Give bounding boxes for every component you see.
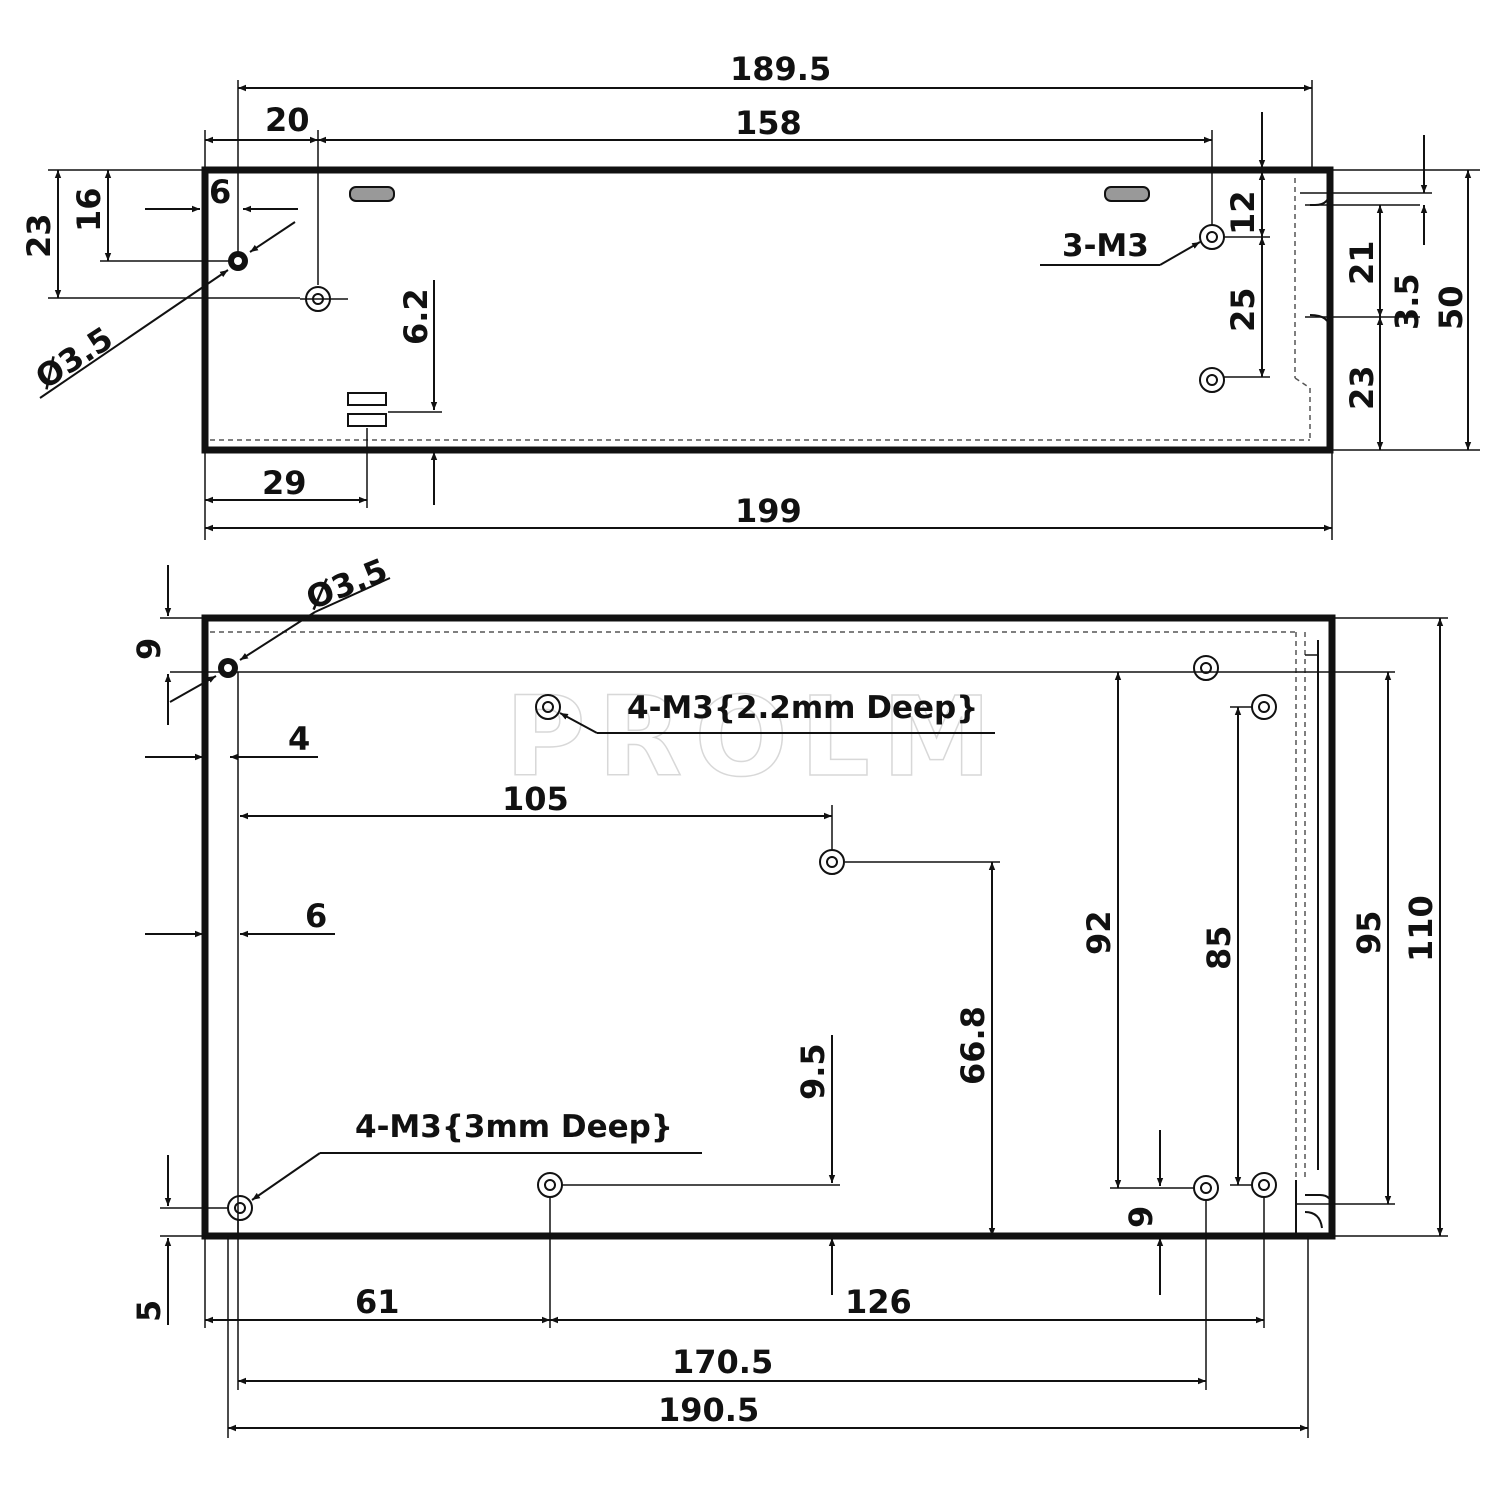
dim-92: 92 [1080, 910, 1118, 955]
dim-20: 20 [265, 101, 310, 139]
dim-6-top: 6 [209, 173, 231, 211]
screw-hole [1199, 367, 1225, 393]
dim-6-2: 6.2 [397, 288, 435, 345]
dim-9-5: 9.5 [794, 1043, 832, 1100]
top-view: 189.5 20 158 23 16 6 Ø3.5 6.2 29 [20, 50, 1480, 540]
note-4-m3-3mm: 4-M3{3mm Deep} [355, 1109, 673, 1145]
dim-25: 25 [1224, 287, 1262, 332]
screw-hole [1251, 694, 1277, 720]
vent-slot [1104, 186, 1150, 202]
note-3-m3: 3-M3 [1062, 228, 1149, 264]
screw-hole [819, 849, 845, 875]
screw-hole [1193, 1175, 1219, 1201]
dim-dia-3-5-bottom: Ø3.5 [301, 551, 393, 618]
note-4-m3-2-2mm: 4-M3{2.2mm Deep} [627, 690, 978, 726]
dim-dia-3-5-top: Ø3.5 [29, 319, 120, 397]
dim-50: 50 [1432, 285, 1470, 330]
screw-hole [1199, 224, 1225, 250]
dim-6-bottom: 6 [305, 897, 327, 935]
top-mount-slot [1309, 314, 1331, 331]
bottom-view: 9 Ø3.5 4 105 6 4-M3{2.2mm Deep} 66.8 9.5 [130, 551, 1448, 1438]
dim-5: 5 [130, 1300, 168, 1322]
dim-23-right: 23 [1343, 365, 1381, 410]
top-view-outline [201, 166, 1334, 454]
terminal-marker [347, 413, 387, 427]
bottom-mount-slot [1295, 1180, 1333, 1236]
dim-3-5: 3.5 [1388, 273, 1426, 330]
screw-hole [535, 694, 561, 720]
screw-hole [537, 1172, 563, 1198]
dim-126: 126 [845, 1283, 912, 1321]
screw-hole [227, 1195, 253, 1221]
dim-110: 110 [1402, 895, 1440, 962]
dim-4: 4 [288, 720, 310, 758]
screw-hole [1193, 655, 1219, 681]
dim-170-5: 170.5 [672, 1343, 773, 1381]
screw-hole [1251, 1172, 1277, 1198]
bottom-view-outline [201, 614, 1336, 1240]
dim-61: 61 [355, 1283, 400, 1321]
dim-105: 105 [502, 780, 569, 818]
dim-190-5: 190.5 [658, 1391, 759, 1429]
vent-slot [349, 186, 395, 202]
dim-95: 95 [1350, 910, 1388, 955]
dim-199: 199 [735, 492, 802, 530]
dim-23-left: 23 [20, 213, 58, 258]
dim-21: 21 [1343, 240, 1381, 285]
dim-29: 29 [262, 464, 307, 502]
dim-16: 16 [70, 187, 108, 232]
dim-85: 85 [1200, 925, 1238, 970]
dim-66-8: 66.8 [954, 1006, 992, 1085]
dim-9-top: 9 [130, 638, 168, 660]
dim-9-bottom: 9 [1122, 1206, 1160, 1228]
terminal-marker [347, 392, 387, 406]
dim-158: 158 [735, 104, 802, 142]
dim-189-5: 189.5 [730, 50, 831, 88]
watermark: PROLM [505, 673, 1003, 801]
dim-12: 12 [1224, 190, 1262, 235]
